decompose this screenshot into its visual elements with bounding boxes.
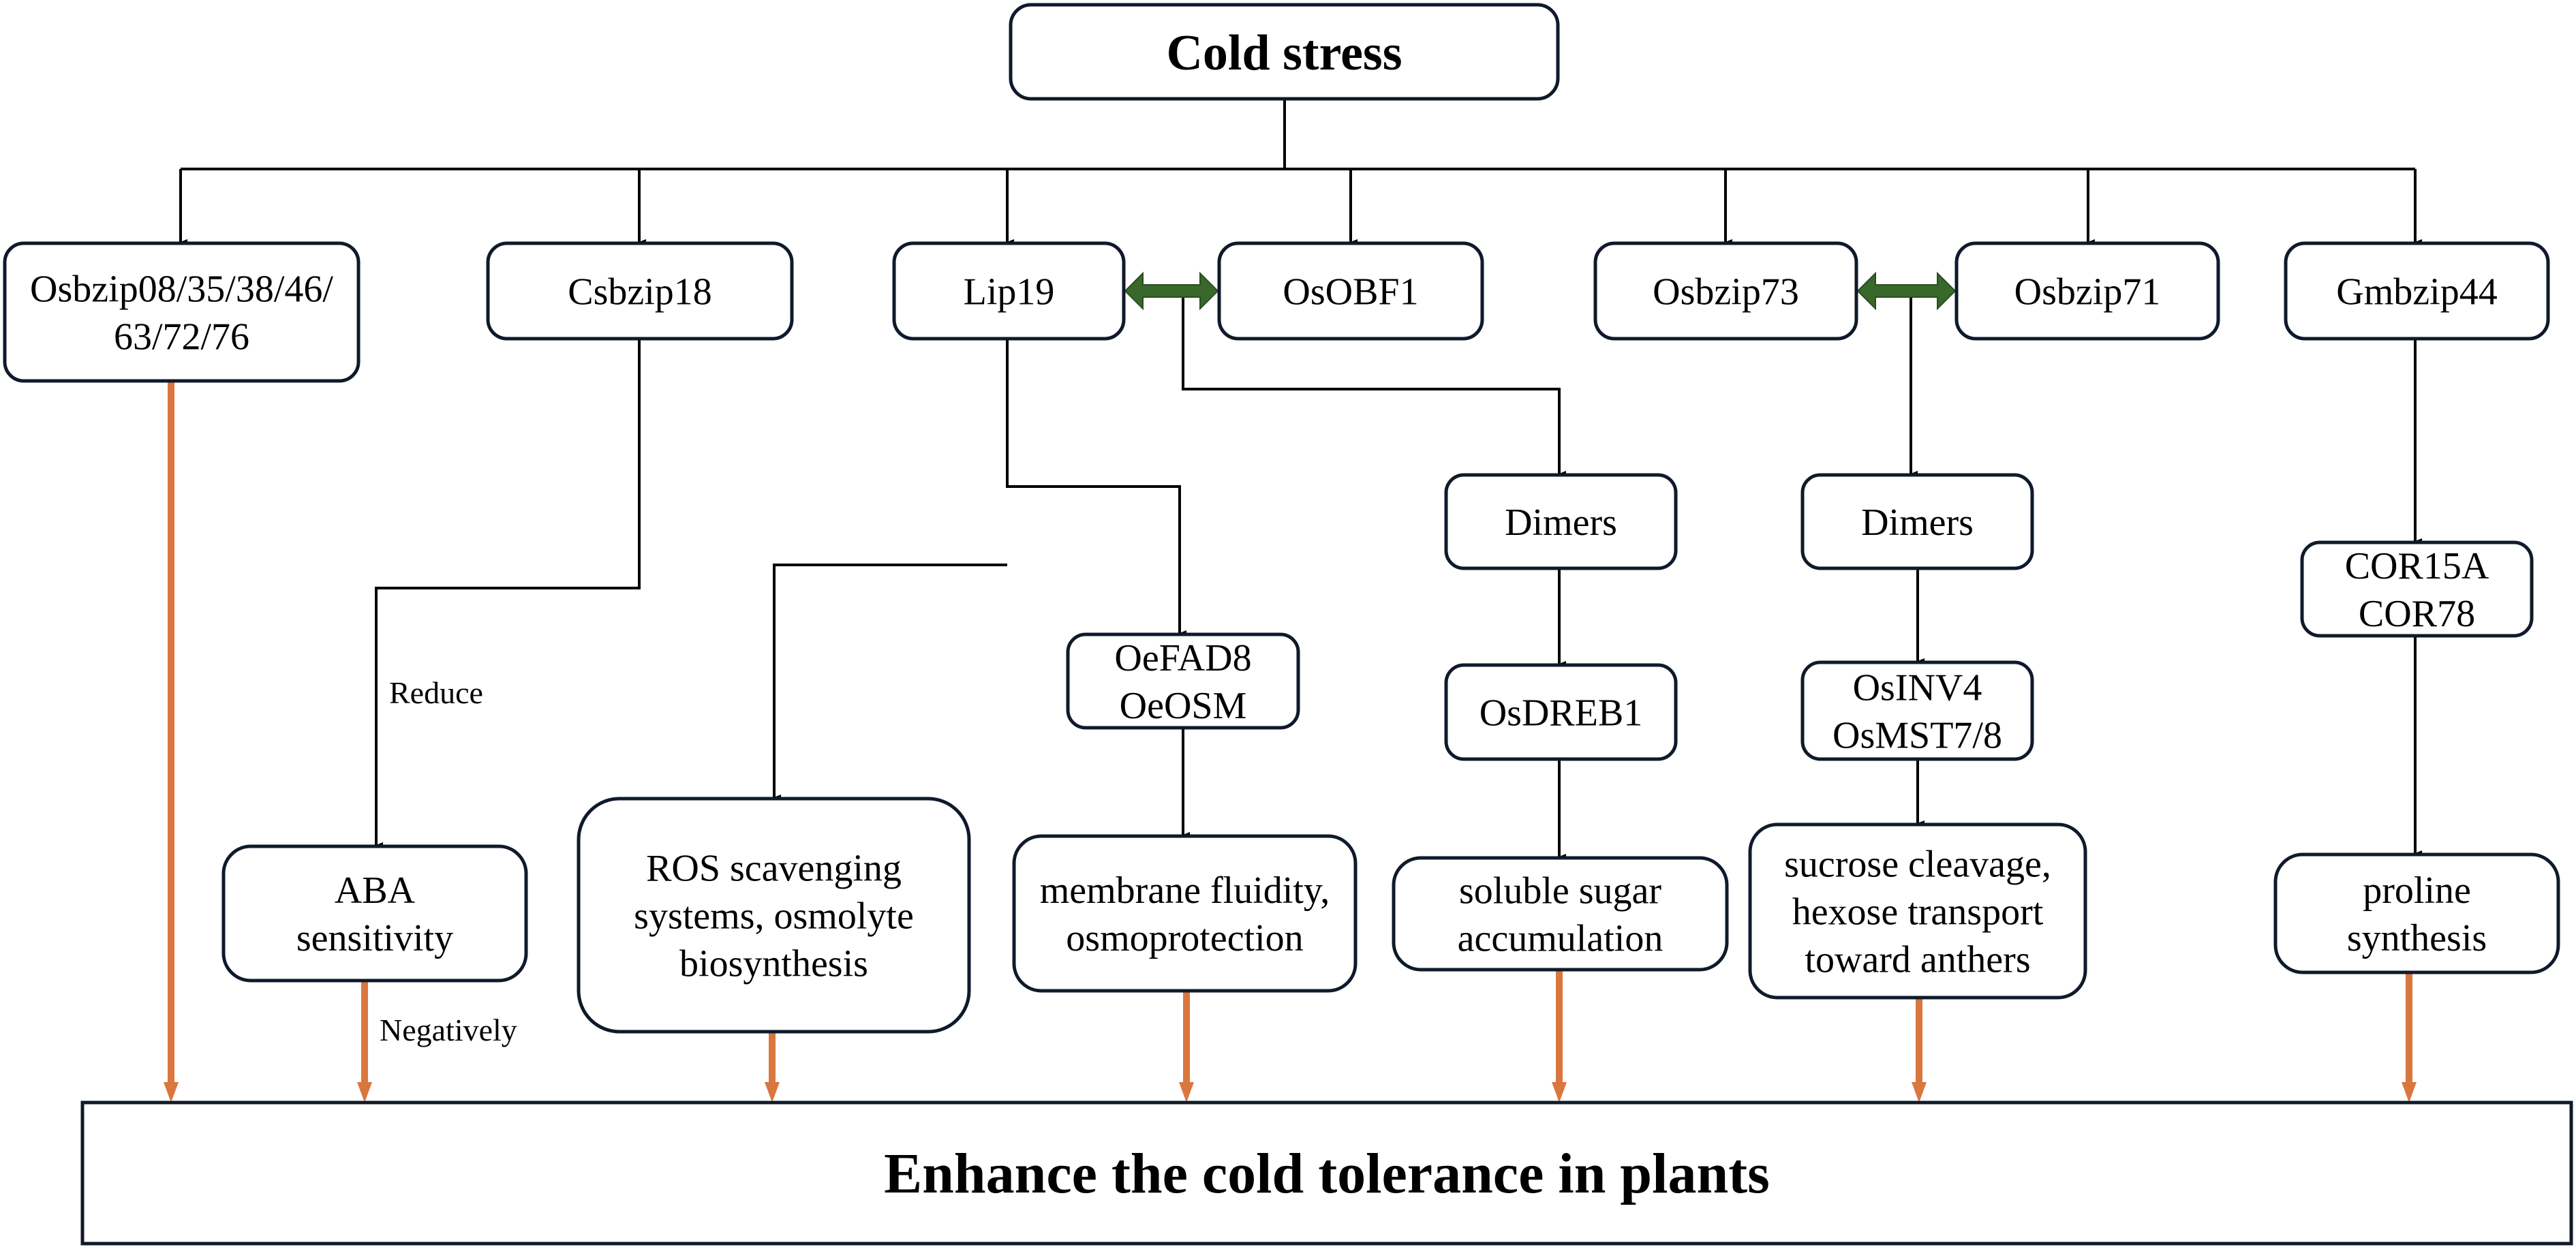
intermediate-node-oefad8-label-line: OeOSM — [1120, 685, 1247, 727]
connector-lip19-osobf1-to-dimers — [1182, 291, 1566, 476]
effect-node-sugar-label-line: accumulation — [1458, 918, 1663, 960]
intermediate-node-cor15a-box — [2300, 540, 2534, 638]
root-node-cold-stress-box — [1009, 3, 1560, 101]
intermediate-node-dimers-1: Dimers — [1444, 473, 1678, 570]
gene-node-osbzip71-label-line: Osbzip71 — [2014, 271, 2161, 313]
intermediate-node-oefad8-label-line: OeFAD8 — [1114, 637, 1251, 679]
gene-node-osbzip08-box — [3, 241, 361, 383]
effect-node-sucrose-box — [1748, 822, 2087, 1000]
root-node-cold-stress-label-line: Cold stress — [1166, 25, 1402, 81]
gene-node-osobf1-box — [1217, 241, 1484, 341]
effect-node-aba: ABA sensitivity — [221, 844, 528, 983]
output-arrow-sugar — [1552, 970, 1567, 1103]
intermediate-node-cor15a-label-line: COR15A — [2345, 545, 2489, 587]
gene-node-osbzip08-label-line: Osbzip08/35/38/46/ — [30, 268, 333, 311]
intermediate-node-osdreb1: OsDREB1 — [1444, 663, 1678, 761]
intermediate-node-osdreb1-label-line: OsDREB1 — [1479, 692, 1643, 735]
gene-node-lip19-label-line: Lip19 — [964, 271, 1055, 313]
gene-node-gmbzip44-label-line: Gmbzip44 — [2336, 271, 2497, 313]
outcome-box — [80, 1100, 2573, 1246]
gene-node-osbzip73: Osbzip73 — [1593, 241, 1858, 341]
effect-node-aba-label-line: sensitivity — [296, 917, 453, 959]
gene-node-osbzip71-box — [1954, 241, 2220, 341]
gene-node-osbzip08-label-line: 63/72/76 — [114, 316, 249, 358]
gene-node-osbzip71: Osbzip71 — [1954, 241, 2220, 341]
output-arrow-aba — [357, 981, 372, 1103]
effect-node-sugar-label-line: soluble sugar — [1459, 870, 1661, 912]
intermediate-node-cor15a: COR15A COR78 — [2300, 540, 2534, 638]
gene-node-csbzip18-box — [486, 241, 794, 341]
connectors — [164, 99, 2422, 1103]
effect-node-sucrose: sucrose cleavage, hexose transport toward … — [1748, 822, 2087, 1000]
intermediate-node-dimers-1-label-line: Dimers — [1505, 502, 1617, 544]
effect-node-aba-box — [221, 844, 528, 983]
effect-node-ros-label-line: ROS scavenging — [646, 848, 902, 890]
effect-node-membrane-label-line: osmoprotection — [1066, 917, 1303, 959]
output-arrow-osbzip08 — [164, 381, 179, 1103]
gene-node-lip19: Lip19 — [892, 241, 1126, 341]
connector-csbzip18-to-aba — [375, 339, 641, 848]
gene-node-osbzip73-box — [1593, 241, 1858, 341]
intermediate-node-dimers-1-box — [1444, 473, 1678, 570]
gene-node-osbzip08: Osbzip08/35/38/46/63/72/76 — [3, 241, 361, 383]
outcome-node: Enhance the cold tolerance in plants — [80, 1100, 2573, 1246]
gene-node-gmbzip44: Gmbzip44 — [2284, 241, 2550, 341]
gene-node-gmbzip44-box — [2284, 241, 2550, 341]
effect-node-membrane: membrane fluidity, osmoprotection — [1012, 834, 1358, 993]
intermediate-node-dimers-2: Dimers — [1800, 473, 2034, 570]
gene-node-csbzip18: Csbzip18 — [486, 241, 794, 341]
effect-node-aba-label-line: ABA — [335, 869, 416, 912]
output-arrow-ros — [765, 1032, 780, 1103]
interaction-arrow-lip19-osobf1 — [1124, 271, 1219, 311]
edge-label-negatively: Negatively — [380, 1013, 517, 1047]
intermediate-node-dimers-2-label-line: Dimers — [1861, 502, 1974, 544]
effect-node-sucrose-label-line: hexose transport — [1792, 891, 2044, 934]
effect-node-membrane-box — [1012, 834, 1358, 993]
interaction-arrow-osbzip73-osbzip71 — [1856, 271, 1957, 311]
output-arrow-sucrose — [1912, 998, 1927, 1103]
intermediate-node-cor15a-label-line: COR78 — [2359, 593, 2475, 635]
intermediate-node-osinv4-label-line: OsMST7/8 — [1833, 715, 2002, 757]
output-arrow-proline — [2402, 972, 2417, 1103]
effect-node-sucrose-label-line: toward anthers — [1805, 939, 2030, 981]
effect-node-ros-box — [577, 797, 971, 1034]
edge-label-reduce: Reduce — [389, 675, 483, 710]
effect-node-sucrose-label-line: sucrose cleavage, — [1784, 844, 2051, 886]
effect-node-proline-label-line: synthesis — [2347, 917, 2487, 959]
effect-node-membrane-label-line: membrane fluidity, — [1040, 869, 1330, 912]
effect-node-sugar: soluble sugar accumulation — [1392, 856, 1729, 972]
output-arrow-membrane — [1179, 991, 1194, 1103]
effect-node-ros-label-line: biosynthesis — [679, 943, 868, 985]
connector-lip19-to-oefad8 — [1006, 339, 1186, 636]
intermediate-node-dimers-2-box — [1800, 473, 2034, 570]
effect-node-sugar-box — [1392, 856, 1729, 972]
gene-node-csbzip18-label-line: Csbzip18 — [568, 271, 712, 313]
effect-node-proline-box — [2273, 852, 2560, 974]
gene-node-osobf1: OsOBF1 — [1217, 241, 1484, 341]
root-node-cold-stress: Cold stress — [1009, 3, 1560, 101]
outcome-label: Enhance the cold tolerance in plants — [884, 1142, 1770, 1205]
intermediate-node-oefad8-box — [1066, 632, 1300, 730]
effect-node-ros-label-line: systems, osmolyte — [634, 895, 914, 938]
gene-node-osobf1-label-line: OsOBF1 — [1283, 271, 1418, 313]
intermediate-node-osdreb1-box — [1444, 663, 1678, 761]
connector-lip19-to-ros — [773, 564, 1007, 800]
effect-node-proline-label-line: proline — [2363, 869, 2471, 912]
intermediate-node-osinv4-box — [1800, 660, 2034, 761]
gene-node-lip19-box — [892, 241, 1126, 341]
effect-node-ros: ROS scavenging systems, osmolyte biosynthe… — [577, 797, 971, 1034]
gene-node-osbzip73-label-line: Osbzip73 — [1653, 271, 1799, 313]
effect-node-proline: proline synthesis — [2273, 852, 2560, 974]
intermediate-node-osinv4-label-line: OsINV4 — [1853, 667, 1982, 709]
